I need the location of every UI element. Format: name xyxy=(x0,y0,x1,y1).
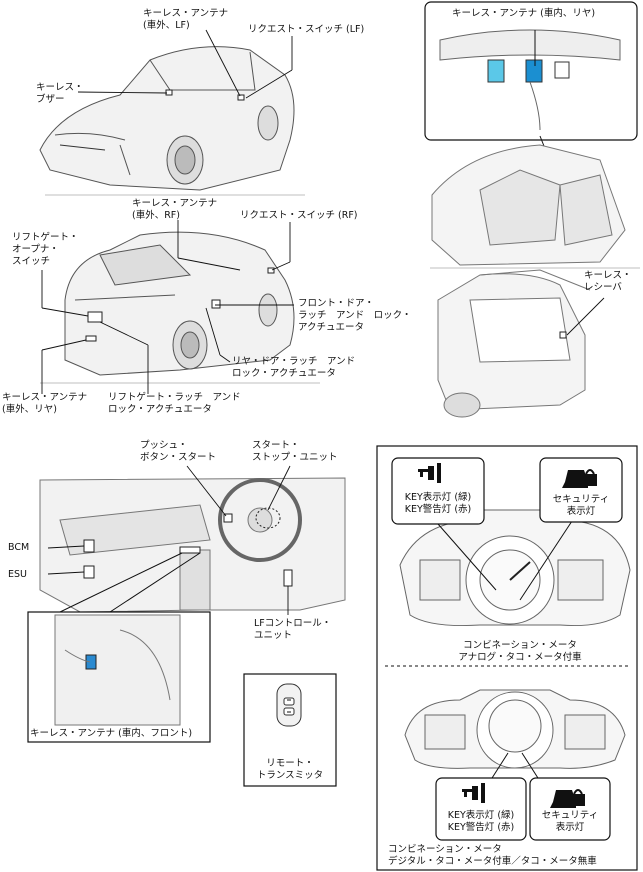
key-icon xyxy=(418,463,441,483)
key-indicator-label-top: KEY表示灯 (緑) KEY警告灯 (赤) xyxy=(404,492,472,515)
security-indicator-label-top: セキュリティ 表示灯 xyxy=(552,494,610,517)
car-liftgate-open xyxy=(437,269,591,418)
digital-meter xyxy=(404,689,626,769)
label-request-switch-lf: リクエスト・スイッチ (LF) xyxy=(248,24,365,35)
digital-meter-caption: コンビネーション・メータ デジタル・タコ・メータ付車／タコ・メータ無車 xyxy=(388,844,597,867)
label-bcm: BCM xyxy=(8,542,30,553)
car-interior-rear xyxy=(431,144,626,266)
label-keyless-buzzer: キーレス・ ブザー xyxy=(36,82,84,105)
analog-meter-caption: コンビネーション・メータ アナログ・タコ・メータ付車 xyxy=(458,640,582,663)
key-indicator-box-bottom xyxy=(435,777,527,841)
label-lf-control-unit: LFコントロール・ ユニット xyxy=(254,618,332,641)
label-liftgate-latch-actuator: リフトゲート・ラッチ アンド ロック・アクチュエータ xyxy=(108,392,241,415)
security-indicator-box-bottom xyxy=(529,777,611,841)
label-liftgate-opener-switch: リフトゲート・ オープナ・ スイッチ xyxy=(12,232,79,267)
security-indicator-box-top xyxy=(539,457,623,523)
label-remote-transmitter: リモート・ トランスミッタ xyxy=(256,758,324,781)
label-request-switch-rf: リクエスト・スイッチ (RF) xyxy=(240,210,358,221)
car-front-view xyxy=(39,46,295,191)
security-car-lock-icon xyxy=(562,469,597,488)
label-front-door-latch-actuator: フロント・ドア・ ラッチ アンド ロック・ アクチュエータ xyxy=(298,298,412,333)
key-indicator-label-bottom: KEY表示灯 (緑) KEY警告灯 (赤) xyxy=(447,810,515,833)
dashboard-view xyxy=(39,477,346,613)
label-keyless-antenna-ext-lf: キーレス・アンテナ (車外、LF) xyxy=(143,8,229,31)
label-keyless-receiver: キーレス・ レシーバ xyxy=(584,270,632,293)
label-keyless-antenna-int-rear: キーレス・アンテナ (車内、リヤ) xyxy=(452,8,596,19)
label-keyless-antenna-ext-rear: キーレス・アンテナ (車外、リヤ) xyxy=(2,392,88,415)
car-rear-view xyxy=(64,231,295,376)
label-keyless-antenna-ext-rf: キーレス・アンテナ (車外、RF) xyxy=(132,198,218,221)
label-keyless-antenna-int-front: キーレス・アンテナ (車内、フロント) xyxy=(30,728,193,739)
label-start-stop-unit: スタート・ ストップ・ユニット xyxy=(252,440,338,463)
key-indicator-box-top xyxy=(391,457,485,525)
label-rear-door-latch-actuator: リヤ・ドア・ラッチ アンド ロック・アクチュエータ xyxy=(232,356,356,379)
key-icon xyxy=(462,783,485,803)
security-indicator-label-bottom: セキュリティ 表示灯 xyxy=(541,810,599,833)
label-esu: ESU xyxy=(8,569,27,580)
security-car-lock-icon xyxy=(550,789,585,808)
analog-meter xyxy=(399,509,631,627)
label-push-button-start: プッシュ・ ボタン・スタート xyxy=(140,440,217,463)
